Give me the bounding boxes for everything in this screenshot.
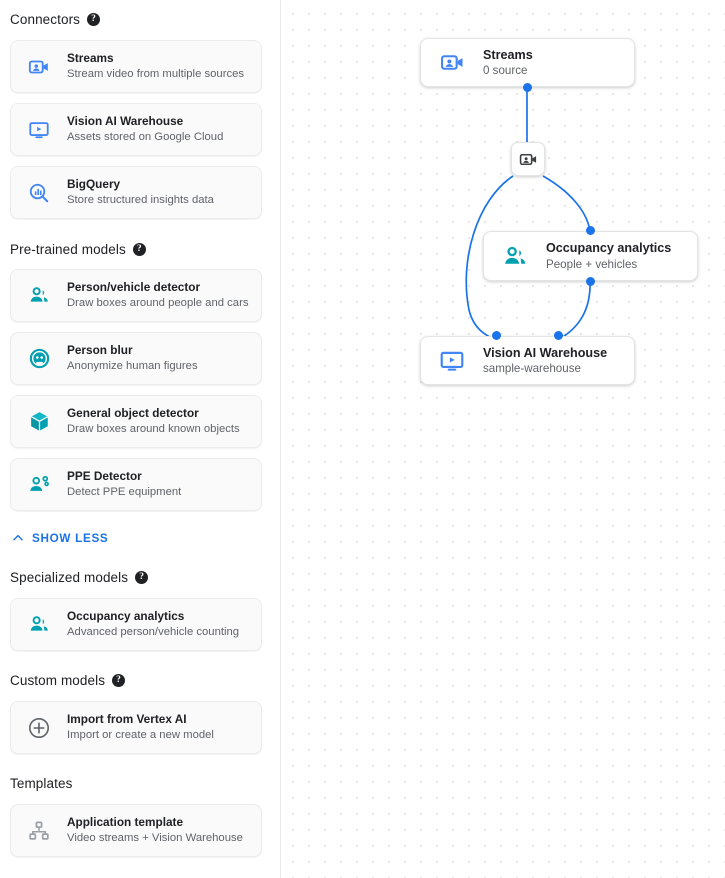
show-less-button[interactable]: SHOW LESS (0, 531, 108, 545)
cube-box-icon (24, 407, 54, 437)
card-subtitle: Import or create a new model (67, 728, 214, 741)
section-header-specialized-models: Specialized models ? (0, 570, 149, 585)
card-person-vehicle-detector[interactable]: Person/vehicle detector Draw boxes aroun… (10, 269, 262, 322)
card-bigquery[interactable]: BigQuery Store structured insights data (10, 166, 262, 219)
section-title: Pre-trained models (10, 242, 126, 257)
card-title: General object detector (67, 406, 199, 421)
edge-badge-stream-camera[interactable] (511, 142, 545, 176)
card-occupancy-analytics[interactable]: Occupancy analytics Advanced person/vehi… (10, 598, 262, 651)
bigquery-magnifier-icon (24, 178, 54, 208)
card-title: Person blur (67, 343, 133, 358)
section-header-connectors: Connectors ? (0, 12, 101, 27)
component-sidebar: Connectors ? Streams Stream video from m… (0, 0, 281, 878)
card-title: Streams (67, 51, 114, 66)
node-title: Occupancy analytics (546, 241, 672, 256)
help-circle-icon[interactable]: ? (132, 243, 146, 257)
card-title: Person/vehicle detector (67, 280, 201, 295)
port-warehouse-input-right[interactable] (554, 331, 563, 340)
show-less-label: SHOW LESS (32, 531, 109, 545)
help-circle-icon[interactable]: ? (112, 674, 126, 688)
section-title: Custom models (10, 673, 106, 688)
node-title: Streams (483, 47, 533, 62)
card-streams[interactable]: Streams Stream video from multiple sourc… (10, 40, 262, 93)
port-streams-output[interactable] (523, 83, 532, 92)
people-group-icon (498, 239, 532, 273)
card-subtitle: Anonymize human figures (67, 359, 198, 372)
monitor-play-icon (24, 115, 54, 145)
card-title: Import from Vertex AI (67, 712, 187, 727)
section-title: Templates (10, 776, 73, 791)
section-header-templates: Templates (0, 777, 72, 791)
monitor-play-icon (435, 344, 469, 378)
hierarchy-icon (24, 816, 54, 846)
video-camera-person-icon (519, 150, 538, 169)
card-subtitle: Draw boxes around known objects (67, 422, 240, 435)
card-ppe-detector[interactable]: PPE Detector Detect PPE equipment (10, 458, 262, 511)
node-subtitle: People + vehicles (546, 257, 638, 271)
section-header-pre-trained-models: Pre-trained models ? (0, 243, 146, 257)
card-vision-ai-warehouse[interactable]: Vision AI Warehouse Assets stored on Goo… (10, 103, 262, 156)
graph-edges (465, 87, 591, 341)
card-import-from-vertex-ai[interactable]: Import from Vertex AI Import or create a… (10, 701, 262, 754)
face-blur-icon (24, 344, 54, 374)
card-subtitle: Advanced person/vehicle counting (67, 625, 240, 638)
port-occupancy-output[interactable] (586, 277, 595, 286)
card-subtitle: Store structured insights data (67, 193, 214, 206)
card-title: BigQuery (67, 177, 121, 192)
card-subtitle: Video streams + Vision Warehouse (67, 831, 243, 844)
section-title: Specialized models (10, 570, 129, 585)
card-subtitle: Detect PPE equipment (67, 485, 182, 498)
port-warehouse-input-left[interactable] (492, 331, 501, 340)
section-header-custom-models: Custom models ? (0, 673, 126, 688)
help-circle-icon[interactable]: ? (87, 13, 101, 27)
graph-canvas[interactable]: Streams 0 source Occupancy analytics Peo… (281, 0, 725, 878)
card-application-template[interactable]: Application template Video streams + Vis… (10, 804, 262, 857)
card-title: Vision AI Warehouse (67, 114, 184, 129)
node-subtitle: sample-warehouse (483, 362, 581, 376)
plus-circle-icon (24, 713, 54, 743)
card-subtitle: Stream video from multiple sources (67, 67, 245, 80)
card-title: Occupancy analytics (67, 609, 185, 624)
node-subtitle: 0 source (483, 64, 528, 78)
video-camera-person-icon (435, 46, 469, 80)
node-streams[interactable]: Streams 0 source (420, 38, 635, 87)
edge-badge-to-occupancy (542, 175, 591, 232)
port-occupancy-input[interactable] (586, 226, 595, 235)
edge-occupancy-to-warehouse (557, 280, 591, 341)
card-subtitle: Draw boxes around people and cars (67, 296, 249, 309)
card-person-blur[interactable]: Person blur Anonymize human figures (10, 332, 262, 385)
card-subtitle: Assets stored on Google Cloud (67, 130, 224, 143)
node-occupancy-analytics[interactable]: Occupancy analytics People + vehicles (483, 231, 698, 281)
section-title: Connectors (10, 12, 81, 27)
help-circle-icon[interactable]: ? (135, 571, 149, 585)
node-vision-ai-warehouse[interactable]: Vision AI Warehouse sample-warehouse (420, 336, 635, 385)
chevron-up-icon (11, 531, 25, 545)
people-group-icon (24, 610, 54, 640)
card-general-object-detector[interactable]: General object detector Draw boxes aroun… (10, 395, 262, 448)
card-title: PPE Detector (67, 469, 142, 484)
node-title: Vision AI Warehouse (483, 345, 608, 360)
edge-badge-to-warehouse (465, 175, 514, 341)
video-camera-person-icon (24, 52, 54, 82)
people-group-icon (24, 281, 54, 311)
person-ppe-icon (24, 470, 54, 500)
card-title: Application template (67, 815, 184, 830)
